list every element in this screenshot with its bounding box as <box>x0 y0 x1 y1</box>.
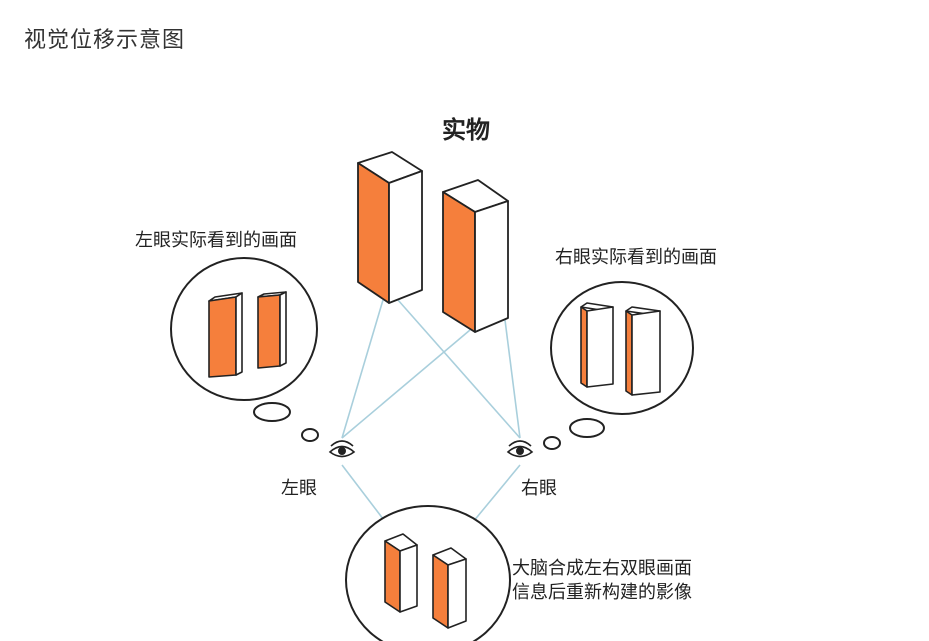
brain-box-2-side <box>447 558 467 629</box>
left-view-box-2-side <box>279 291 287 367</box>
left-view-box-2-front <box>257 294 281 369</box>
sight-line-left-to-box2 <box>341 329 471 439</box>
right-view-box-1-side <box>586 306 614 388</box>
right-eye-label: 右眼 <box>521 478 557 499</box>
left-eye-label: 左眼 <box>281 478 317 499</box>
brain-box-1-front <box>384 540 401 613</box>
left-bubble-circle <box>170 257 318 401</box>
left-view-box-1-front <box>208 296 237 378</box>
right-view-boxes <box>580 302 661 396</box>
left-view-box-2 <box>257 291 287 369</box>
left-view-boxes <box>208 291 287 378</box>
left-eye-icon <box>328 440 356 458</box>
object-label: 实物 <box>442 116 490 144</box>
brain-note-line2: 信息后重新构建的影像 <box>512 582 692 603</box>
right-eye-icon <box>506 440 534 458</box>
left-bubble-dot-small <box>301 428 319 442</box>
brain-box-2 <box>432 547 467 629</box>
right-view-box-1-front <box>580 306 588 388</box>
real-box-short-side <box>474 200 509 333</box>
right-view-box-2 <box>625 306 661 396</box>
real-box-tall <box>357 151 423 304</box>
real-box-short-front <box>442 191 476 333</box>
brain-bubble-circle <box>345 505 511 641</box>
sight-line-right-to-box1 <box>397 299 521 439</box>
page-title: 视觉位移示意图 <box>24 28 186 53</box>
real-box-tall-front <box>357 162 390 304</box>
right-view-box-2-side <box>631 310 661 396</box>
right-view-label: 右眼实际看到的画面 <box>555 247 717 268</box>
left-thought-bubble <box>170 257 319 442</box>
brain-box-1-side <box>399 544 418 613</box>
sight-line-right-to-brain <box>467 464 521 529</box>
real-box-tall-side <box>388 170 423 304</box>
sight-line-left-to-box1 <box>341 299 384 439</box>
brain-note-line1: 大脑合成左右双眼画面 <box>512 558 692 579</box>
brain-composite-bubble <box>345 505 511 641</box>
brain-composite-boxes <box>384 533 467 629</box>
brain-box-1 <box>384 533 418 613</box>
left-view-box-1-side <box>235 292 243 376</box>
left-view-box-1 <box>208 292 243 378</box>
right-bubble-circle <box>550 281 694 415</box>
right-view-box-2-front <box>625 310 633 396</box>
right-bubble-dot-large <box>569 418 605 438</box>
real-box-short <box>442 179 509 333</box>
left-view-label: 左眼实际看到的画面 <box>135 230 297 251</box>
right-view-box-1 <box>580 302 614 388</box>
sight-lines <box>341 299 521 529</box>
sight-line-right-to-box2 <box>504 319 521 439</box>
brain-box-2-front <box>432 554 449 629</box>
right-bubble-dot-small <box>543 436 561 450</box>
left-bubble-dot-large <box>253 402 291 422</box>
right-thought-bubble <box>543 281 694 450</box>
real-object <box>357 151 509 333</box>
